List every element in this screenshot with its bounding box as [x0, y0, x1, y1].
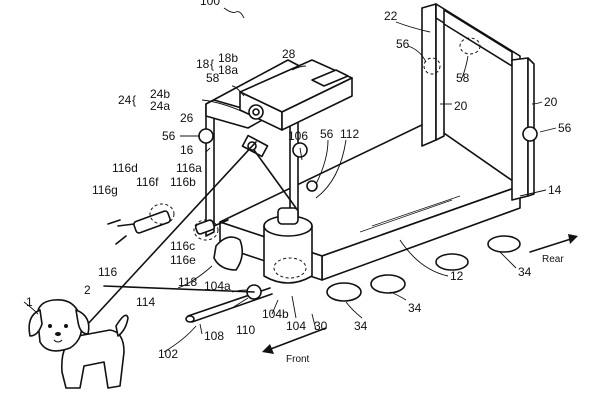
- label-24: 24: [118, 93, 132, 107]
- label-110: 110: [236, 323, 255, 337]
- label-18b: 18b: [218, 51, 238, 65]
- label-58-rear: 58: [456, 71, 470, 85]
- label-116g: 116g: [92, 183, 118, 197]
- leash-lines: [85, 141, 257, 327]
- direction-label-front: Front: [286, 354, 310, 365]
- label-108: 108: [204, 329, 224, 343]
- label-116a: 116a: [176, 161, 202, 175]
- label-106: 106: [288, 129, 308, 143]
- label-20-left: 20: [454, 99, 468, 113]
- label-18-brace: {: [210, 57, 214, 71]
- label-116f: 116f: [136, 175, 159, 189]
- label-12: 12: [450, 269, 464, 283]
- label-114: 114: [136, 295, 155, 309]
- label-116e: 116e: [170, 253, 196, 267]
- label-104b: 104b: [262, 307, 289, 321]
- label-2: 2: [84, 283, 91, 297]
- label-116d: 116d: [112, 161, 138, 175]
- label-112: 112: [340, 127, 359, 141]
- label-34-mid: 34: [408, 301, 422, 315]
- label-28: 28: [282, 47, 296, 61]
- label-116: 116: [98, 265, 117, 279]
- label-20-right: 20: [544, 95, 558, 109]
- label-100: 100: [200, 0, 220, 8]
- label-24b: 24b: [150, 87, 170, 101]
- label-24-brace: {: [132, 93, 136, 107]
- label-104: 104: [286, 319, 306, 333]
- label-34-rear: 34: [518, 265, 532, 279]
- label-18: 18: [196, 57, 210, 71]
- label-56-rear-top: 56: [396, 37, 410, 51]
- label-116b: 116b: [170, 175, 196, 189]
- launcher-arm: [241, 134, 297, 209]
- label-116c: 116c: [170, 239, 195, 253]
- rear-arrow-head: [568, 234, 578, 244]
- label-118: 118: [178, 275, 197, 289]
- label-56-front-right: 56: [320, 127, 334, 141]
- control-unit: [239, 59, 353, 131]
- label-34-front: 34: [354, 319, 368, 333]
- label-104a: 104a: [204, 279, 231, 293]
- rear-frame: [421, 3, 538, 201]
- label-102: 102: [158, 347, 178, 361]
- direction-arrows: [262, 234, 578, 354]
- dispenser-container: [263, 207, 313, 284]
- dog-figure: [28, 299, 129, 389]
- label-58-control: 58: [206, 71, 220, 85]
- label-24a: 24a: [150, 99, 170, 113]
- label-56-front-left: 56: [162, 129, 176, 143]
- gripper-arm: [107, 203, 229, 245]
- label-14: 14: [548, 183, 562, 197]
- leader-lines: [23, 7, 557, 353]
- label-56-rear-right: 56: [558, 121, 572, 135]
- wheels: [326, 235, 521, 302]
- label-18a: 18a: [218, 63, 238, 77]
- label-26: 26: [180, 111, 194, 125]
- label-22: 22: [384, 9, 398, 23]
- treat-object: [213, 236, 244, 271]
- front-arrow-head: [262, 344, 274, 354]
- reference-labels: 100 22 56 58 20 20 56 14 12 34 34 34 28 …: [26, 0, 572, 365]
- direction-label-rear: Rear: [542, 254, 564, 265]
- label-16: 16: [180, 143, 194, 157]
- label-1: 1: [26, 295, 33, 309]
- label-30: 30: [314, 319, 328, 333]
